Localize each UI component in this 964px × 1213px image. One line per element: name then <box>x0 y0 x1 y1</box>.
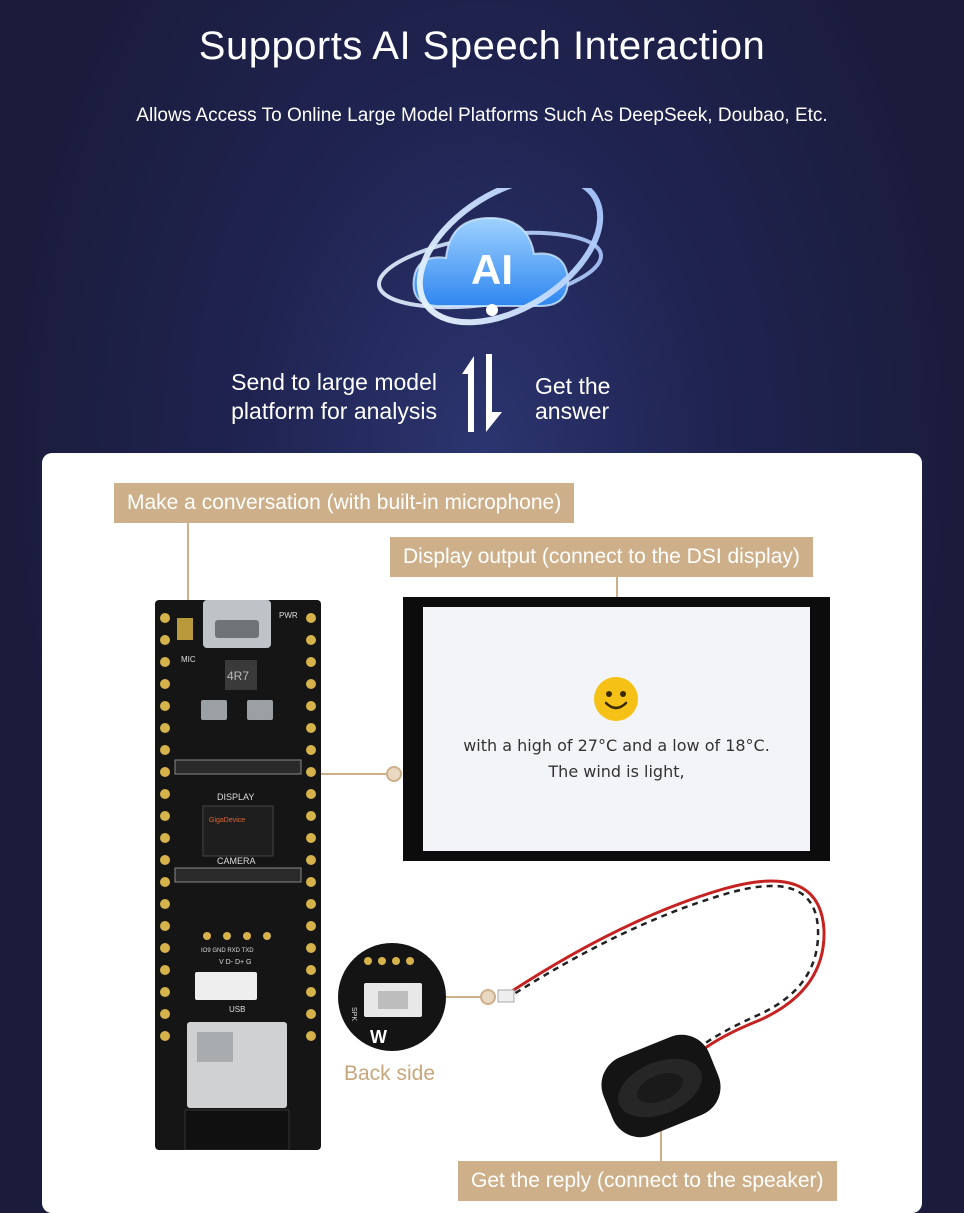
mic-label: MIC <box>181 655 196 664</box>
brand-logo-icon: W <box>370 1027 387 1047</box>
get-line-2: answer <box>535 398 610 424</box>
speaker-image <box>601 1034 721 1138</box>
ai-cloud-icon: AI <box>376 188 604 326</box>
display-connector-label: DISPLAY <box>217 792 254 802</box>
get-answer-text: Get the answer <box>535 374 610 424</box>
page-title: Supports AI Speech Interaction <box>198 24 766 68</box>
send-to-model-text: Send to large model platform for analysi… <box>231 368 437 426</box>
spk-label: SPK <box>350 1007 357 1021</box>
back-side-label: Back side <box>344 1062 436 1085</box>
dev-board-image: MIC PWR 4R7 DISPLAY GigaDevice CAMERA IO… <box>155 600 321 1151</box>
back-side-graphic: SPK W <box>350 957 422 1047</box>
callout-display: Display output (connect to the DSI displ… <box>390 537 813 577</box>
up-down-arrows-icon <box>462 354 502 432</box>
inductor-label: 4R7 <box>227 669 249 683</box>
get-line-1: Get the <box>535 373 611 399</box>
ai-badge-text: AI <box>471 246 513 293</box>
usb-pins-label: V D- D+ G <box>219 959 251 966</box>
send-line-1: Send to large model <box>231 369 437 395</box>
camera-connector-label: CAMERA <box>217 856 256 866</box>
send-line-2: platform for analysis <box>231 398 437 424</box>
display-line-1: with a high of 27°C and a low of 18°C. <box>463 736 770 755</box>
callout-conversation: Make a conversation (with built-in micro… <box>114 483 575 523</box>
page-subtitle: Allows Access To Online Large Model Plat… <box>136 105 828 126</box>
pwr-label: PWR <box>279 611 298 620</box>
chip-brand-label: GigaDevice <box>209 817 245 824</box>
uart-pins-label: IO9 GND RXD TXD <box>201 948 254 954</box>
board-back-side-image: SPK W <box>338 943 446 1051</box>
callout-speaker: Get the reply (connect to the speaker) <box>458 1161 837 1201</box>
display-screen <box>423 607 810 851</box>
display-line-2: The wind is light, <box>548 762 685 781</box>
usb-label: USB <box>229 1005 245 1014</box>
smiley-icon <box>594 677 638 721</box>
dev-board-graphic: MIC PWR 4R7 DISPLAY GigaDevice CAMERA IO… <box>160 600 316 1151</box>
